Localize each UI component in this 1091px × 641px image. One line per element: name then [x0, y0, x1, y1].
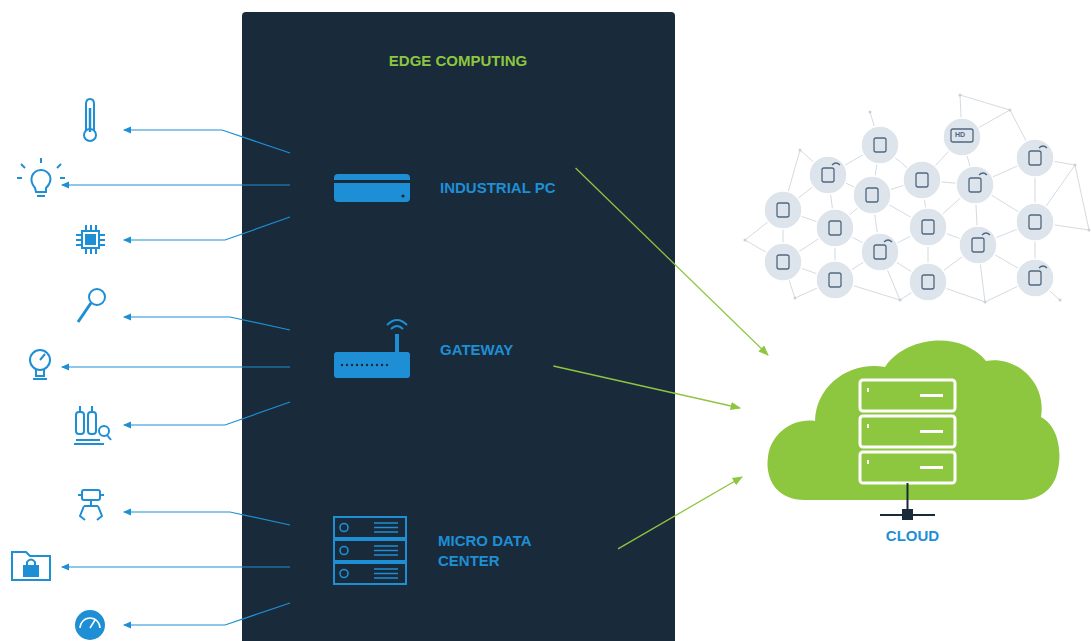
- device-tag: HD: [955, 131, 965, 138]
- gateway-device: GATEWAY: [332, 318, 513, 382]
- micro-data-center-icon: [332, 515, 410, 587]
- micro-data-center: MICRO DATA CENTER: [332, 515, 568, 587]
- cloud-shape: [760, 325, 1065, 557]
- cloud-node: CLOUD: [760, 325, 1065, 557]
- edge-panel: [242, 12, 675, 641]
- leader-lines: [62, 130, 290, 625]
- device-icons: [12, 99, 111, 580]
- dial-icon: [75, 610, 105, 640]
- industrial-pc: INDUSTRIAL PC: [332, 168, 556, 208]
- node-label: MICRO DATA CENTER: [438, 531, 568, 572]
- uplink-arrow: [576, 168, 768, 355]
- edge-panel: EDGE COMPUTING INDUSTRIAL PC GATEWAY MICRO …: [242, 12, 675, 641]
- gateway-icon: [332, 318, 412, 382]
- node-label: CLOUD: [760, 527, 1065, 544]
- industrial-pc-icon: [332, 168, 412, 208]
- node-label: INDUSTRIAL PC: [440, 178, 556, 198]
- node-label: GATEWAY: [440, 340, 513, 360]
- panel-heading: EDGE COMPUTING: [388, 50, 528, 72]
- uplink-arrow: [553, 366, 740, 408]
- iot-mesh: [744, 94, 1091, 304]
- uplink-arrow: [618, 477, 742, 549]
